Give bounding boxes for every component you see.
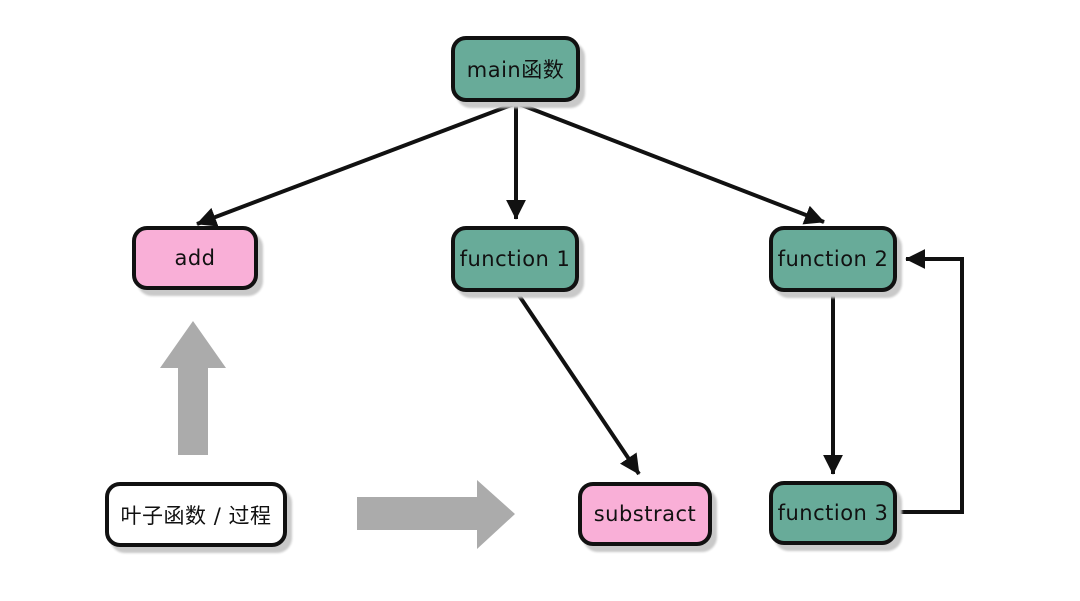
node-substract-label: substract xyxy=(593,502,697,526)
node-function-2: function 2 xyxy=(769,226,897,292)
node-function-1-label: function 1 xyxy=(459,247,571,271)
node-add: add xyxy=(132,226,258,290)
node-substract: substract xyxy=(578,482,712,546)
node-function-1: function 1 xyxy=(451,226,579,292)
node-leaf-legend: 叶子函数 / 过程 xyxy=(105,482,287,547)
node-function-2-label: function 2 xyxy=(777,247,889,271)
node-main-label: main函数 xyxy=(466,58,565,82)
call-edges-group xyxy=(196,102,964,514)
edge-main-to-function-2 xyxy=(518,102,825,225)
node-add-label: add xyxy=(174,246,216,270)
edge-function-3-to-function-2-loop xyxy=(899,249,964,514)
node-main: main函数 xyxy=(451,36,580,102)
edge-main-to-add xyxy=(196,102,515,227)
leaf-indicator-arrow-up xyxy=(160,321,226,455)
edge-function-1-to-substract xyxy=(516,292,641,476)
gray-arrows-group xyxy=(160,321,515,549)
node-leaf-legend-label: 叶子函数 / 过程 xyxy=(120,503,272,528)
node-function-3-label: function 3 xyxy=(777,501,889,525)
node-function-3: function 3 xyxy=(769,481,897,545)
leaf-indicator-arrow-right xyxy=(357,480,515,549)
